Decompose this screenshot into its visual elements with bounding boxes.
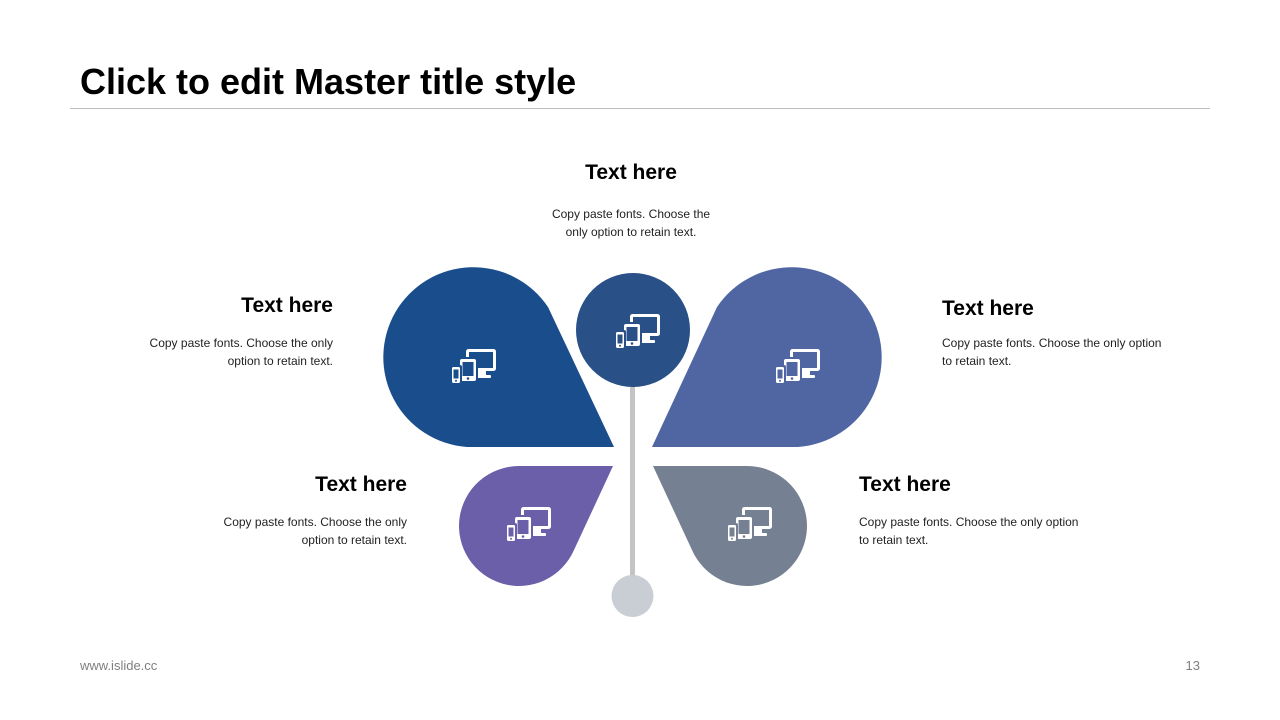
block-heading: Text here [585,161,677,184]
text-block-bottom-left: Text here Copy paste fonts. Choose the o… [187,472,407,549]
body-line: option to retain text. [227,353,333,368]
title-divider [70,108,1210,109]
page-number: 13 [1185,658,1200,673]
body-line: to retain text. [942,353,1012,368]
petal-top-left [383,267,614,447]
block-heading: Text here [942,297,1034,320]
text-block-bottom-right: Text here Copy paste fonts. Choose the o… [859,472,1119,549]
block-heading: Text here [241,294,333,317]
block-heading: Text here [315,473,407,496]
block-body: Copy paste fonts. Choose the only option… [187,514,407,549]
block-heading: Text here [859,473,951,496]
body-line: Copy paste fonts. Choose the only option [859,515,1079,529]
footer-url: www.islide.cc [80,658,158,673]
body-line: Copy paste fonts. Choose the only option [942,336,1162,350]
slide-title: Click to edit Master title style [80,61,577,102]
body-line: option to retain text. [301,532,407,547]
text-block-top-left: Text here Copy paste fonts. Choose the o… [113,293,333,370]
body-line: only option to retain text. [565,224,697,239]
block-body: Copy paste fonts. Choose the only option… [113,335,333,370]
text-block-top-right: Text here Copy paste fonts. Choose the o… [942,296,1202,370]
block-body: Copy paste fonts. Choose the only option… [531,206,731,241]
body-line: Copy paste fonts. Choose the only [149,336,333,350]
stem-line [630,380,635,590]
text-block-top: Text here Copy paste fonts. Choose the o… [531,160,731,241]
body-line: to retain text. [859,532,929,547]
block-body: Copy paste fonts. Choose the only option… [859,514,1119,549]
stem-end-circle [611,575,654,617]
petal-top-right [652,267,882,447]
block-body: Copy paste fonts. Choose the only option… [942,335,1202,370]
body-line: Copy paste fonts. Choose the only [223,515,407,529]
body-line: Copy paste fonts. Choose the [551,207,711,221]
